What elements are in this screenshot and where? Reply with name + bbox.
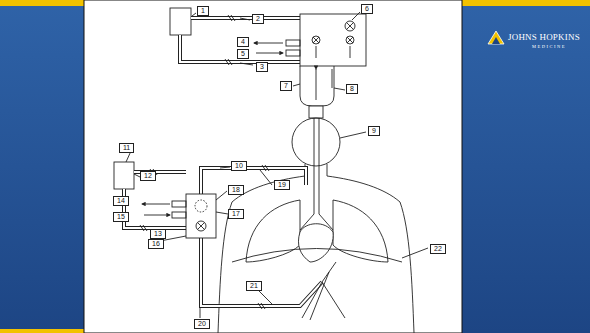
callout-number: 22 [430,244,446,254]
logo-text: MEDICINE [532,44,566,49]
callout-number: 15 [113,212,129,222]
callout-number: 2 [252,14,264,24]
callout-number: 3 [256,62,268,72]
callout-number: 4 [237,37,249,47]
callout-number: 10 [231,161,247,171]
callout-number: 14 [113,196,129,206]
callout-number: 17 [228,209,244,219]
callout-number: 18 [228,185,244,195]
callout-number: 16 [148,239,164,249]
callout-number: 7 [280,81,292,91]
callout-number: 8 [346,84,358,94]
callout-number: 21 [246,281,262,291]
callout-number: 9 [368,126,380,136]
callout-number: 19 [274,180,290,190]
callout-number: 11 [119,143,134,153]
callout-number: 13 [150,229,166,239]
callout-number: 5 [237,49,249,59]
callout-number: 12 [140,171,156,181]
logo-text: JOHNS HOPKINS [508,32,580,42]
callout-number: 20 [194,319,210,329]
callout-number: 1 [197,6,209,16]
callout-number: 6 [361,4,373,14]
